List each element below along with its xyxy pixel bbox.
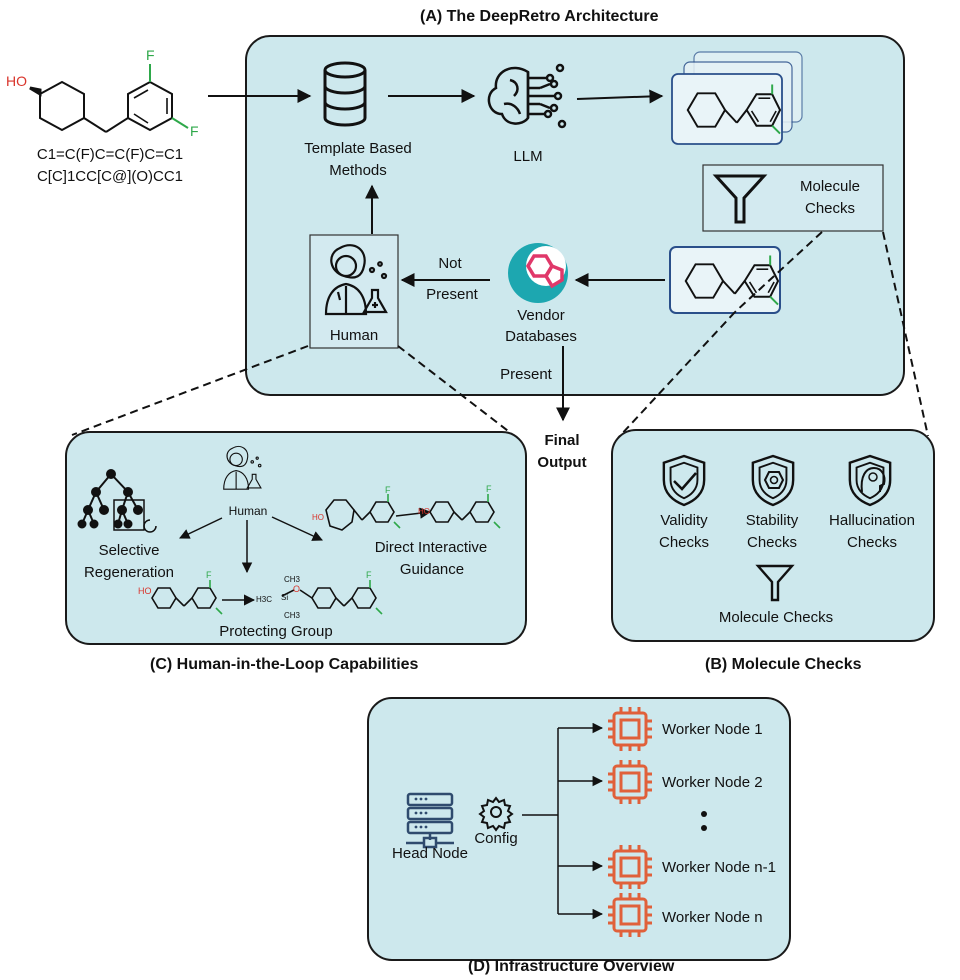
molecule-checks-label-line-2: Checks [804,200,856,217]
methyl-label: CH3 [284,575,301,584]
direct-guidance-label-line-2: Guidance [399,561,465,578]
smiles-line-1: C1=C(F)C=C(F)C=C1 [36,146,184,163]
protecting-group-molecules [151,580,383,615]
validity-shield-icon [662,454,706,507]
scientist-small-icon [223,445,262,490]
ellipsis-dots [701,811,707,831]
not-present-label-line-1: Not [438,255,462,272]
human-box [309,234,399,349]
server-icon [406,792,454,849]
methyl-label: CH3 [284,611,301,620]
protecting-group-label: Protecting Group [219,623,333,640]
panel-d-title: (D) Infrastructure Overview [468,958,675,975]
worker-connections [522,728,559,914]
tree-regeneration-icon [77,469,157,533]
worker-node-1-label: Worker Node 1 [662,721,763,738]
gear-icon [478,796,514,832]
dashed-connectors [71,231,929,439]
final-output-label-line-1: Final [544,432,580,449]
hydroxyl-label: HO [418,507,430,516]
input-molecule [29,64,189,133]
panel-c-title: (C) Human-in-the-Loop Capabilities [150,656,419,673]
hallucination-label-line-1: Hallucination [829,512,915,529]
not-present-label-line-2: Present [426,286,478,303]
hydroxyl-label: HO [312,513,324,522]
template-label-line-2: Methods [329,162,387,179]
config-label: Config [474,830,518,847]
oxygen-label: O [293,584,300,594]
arrow-human-to-direct [271,516,323,541]
validity-label-line-1: Validity [660,512,708,529]
molecule-checks-label-line-1: Molecule [799,178,861,195]
stability-shield-icon [751,454,795,507]
fluorine-label: F [206,570,212,580]
silicon-label: Si [281,593,288,602]
candidate-stack [671,51,803,145]
panel-a-title: (A) The DeepRetro Architecture [420,8,659,25]
worker-node-n1-label: Worker Node n-1 [662,859,776,876]
final-output-label-line-2: Output [537,454,587,471]
server-dots [414,797,428,829]
hallucination-shield-icon [848,454,892,507]
fluorine-label: F [190,123,199,139]
hallucination-label-line-2: Checks [846,534,898,551]
llm-label: LLM [513,148,543,165]
template-label-line-1: Template Based [304,140,412,157]
human-label: Human [329,327,379,344]
selective-label-line-1: Selective [98,542,160,559]
hitl-human-label: Human [228,504,268,518]
vendor-logo-icon [508,243,568,303]
hydroxyl-label: HO [6,73,27,89]
panel-molecule-checks [611,429,935,642]
brain-icon [487,63,567,129]
head-node-label: Head Node [392,845,468,862]
present-label: Present [500,366,552,383]
molecule-checks-footer: Molecule Checks [718,609,834,626]
smiles-line-2: C[C]1CC[C@](O)CC1 [36,168,184,185]
arrow-llm-to-candidates [576,89,664,104]
fluorine-label: F [486,484,492,494]
fluorine-label: F [366,570,372,580]
worker-node-2-label: Worker Node 2 [662,774,763,791]
direct-guidance-label-line-1: Direct Interactive [374,539,488,556]
selective-label-line-2: Regeneration [83,564,175,581]
panel-b-title: (B) Molecule Checks [705,656,862,673]
stability-label-line-1: Stability [745,512,799,529]
hydroxyl-label: HO [138,586,152,596]
selected-candidate [669,246,781,314]
arrow-human-to-selective [179,517,223,539]
panel-hitl [65,431,527,645]
methyl-label: H3C [256,595,272,604]
vendor-label-line-2: Databases [505,328,577,345]
vendor-label-line-1: Vendor [517,307,565,324]
validity-label-line-2: Checks [658,534,710,551]
fluorine-label: F [385,485,391,495]
scientist-icon [324,244,388,316]
direct-guidance-molecules [325,494,501,531]
funnel-icon [712,174,768,224]
panel-infrastructure [367,697,791,961]
worker-node-n-label: Worker Node n [662,909,763,926]
funnel-small-icon [755,564,795,602]
database-icon [323,61,367,127]
stability-label-line-2: Checks [746,534,798,551]
fluorine-label: F [146,47,155,63]
